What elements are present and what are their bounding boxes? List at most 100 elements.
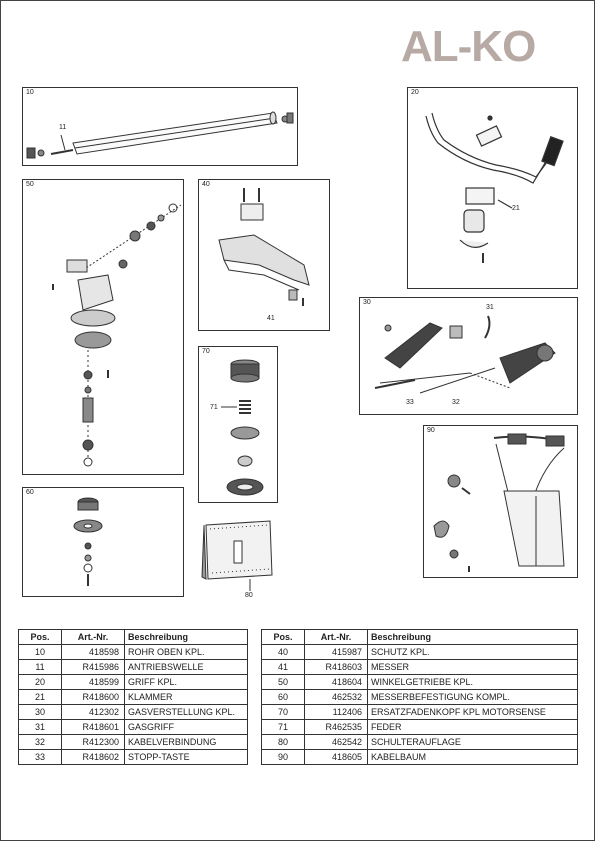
diagram-label: 60 bbox=[26, 489, 34, 496]
cell-art-nr: 415987 bbox=[304, 644, 368, 660]
cell-pos: 50 bbox=[261, 674, 305, 690]
cell-description: GASGRIFF bbox=[124, 719, 248, 735]
header-pos: Pos. bbox=[261, 629, 305, 645]
angle-gear-drawing bbox=[52, 203, 182, 467]
cell-pos: 60 bbox=[261, 689, 305, 705]
cell-description: KABELVERBINDUNG bbox=[124, 734, 248, 750]
cell-art-nr: 418604 bbox=[304, 674, 368, 690]
cell-pos: 20 bbox=[18, 674, 62, 690]
cell-description: ANTRIEBSWELLE bbox=[124, 659, 248, 675]
guard-drawing bbox=[218, 188, 310, 306]
table-header-row: Pos. Art.-Nr. Beschreibung bbox=[18, 629, 248, 645]
callout-21: 21 bbox=[512, 205, 520, 212]
cell-description: MESSERBEFESTIGUNG KOMPL. bbox=[367, 689, 578, 705]
cell-description: WINKELGETRIEBE KPL. bbox=[367, 674, 578, 690]
cell-description: MESSER bbox=[367, 659, 578, 675]
diagram-20-handle: 20 21 bbox=[407, 87, 578, 289]
diagram-90-harness: 90 bbox=[423, 425, 578, 578]
table-header-row: Pos. Art.-Nr. Beschreibung bbox=[261, 629, 578, 645]
cell-description: SCHULTERAUFLAGE bbox=[367, 734, 578, 750]
cell-pos: 32 bbox=[18, 734, 62, 750]
cell-art-nr: R415986 bbox=[61, 659, 125, 675]
blade-fitting-drawing bbox=[73, 497, 103, 586]
cell-pos: 21 bbox=[18, 689, 62, 705]
diagram-70-trimmer-head: 70 71 bbox=[198, 346, 278, 503]
cell-art-nr: 418598 bbox=[61, 644, 125, 660]
cell-description: FEDER bbox=[367, 719, 578, 735]
diagram-label: 20 bbox=[411, 89, 419, 96]
cell-pos: 71 bbox=[261, 719, 305, 735]
upper-tube-drawing bbox=[26, 111, 294, 159]
throttle-drawing bbox=[374, 315, 556, 394]
diagram-label: 30 bbox=[363, 299, 371, 306]
diagram-label: 10 bbox=[26, 89, 34, 96]
cell-art-nr: 462542 bbox=[304, 734, 368, 750]
cell-pos: 31 bbox=[18, 719, 62, 735]
diagram-30-throttle: 30 31 33 32 bbox=[359, 297, 578, 415]
diagram-label: 50 bbox=[26, 181, 34, 188]
logo-text: AL-KO bbox=[401, 22, 536, 71]
cell-art-nr: R418601 bbox=[61, 719, 125, 735]
callout-11: 11 bbox=[59, 124, 67, 131]
trimmer-head-drawing bbox=[221, 359, 264, 496]
callout-41: 41 bbox=[267, 315, 275, 322]
cell-description: SCHUTZ KPL. bbox=[367, 644, 578, 660]
cell-pos: 40 bbox=[261, 644, 305, 660]
cell-pos: 80 bbox=[261, 734, 305, 750]
cell-art-nr: R418603 bbox=[304, 659, 368, 675]
diagram-60-blade-fitting: 60 bbox=[22, 487, 184, 597]
cell-pos: 41 bbox=[261, 659, 305, 675]
cell-description: GASVERSTELLUNG KPL. bbox=[124, 704, 248, 720]
cell-art-nr: 412302 bbox=[61, 704, 125, 720]
cell-art-nr: R418600 bbox=[61, 689, 125, 705]
cell-art-nr: 418599 bbox=[61, 674, 125, 690]
diagram-80-shoulder-rest: 80 bbox=[198, 517, 278, 603]
header-art-nr: Art.-Nr. bbox=[304, 629, 368, 645]
cell-pos: 33 bbox=[18, 749, 62, 765]
callout-80: 80 bbox=[245, 592, 253, 599]
header-description: Beschreibung bbox=[367, 629, 578, 645]
cell-pos: 90 bbox=[261, 749, 305, 765]
harness-drawing bbox=[433, 433, 565, 572]
cell-description: ROHR OBEN KPL. bbox=[124, 644, 248, 660]
cell-description: GRIFF KPL. bbox=[124, 674, 248, 690]
cell-description: KLAMMER bbox=[124, 689, 248, 705]
header-description: Beschreibung bbox=[124, 629, 248, 645]
cell-art-nr: 418605 bbox=[304, 749, 368, 765]
callout-31: 31 bbox=[486, 304, 494, 311]
shoulder-rest-drawing bbox=[201, 520, 273, 591]
diagram-10-upper-tube: 10 11 bbox=[22, 87, 298, 166]
cell-pos: 11 bbox=[18, 659, 62, 675]
cell-pos: 30 bbox=[18, 704, 62, 720]
cell-description: STOPP-TASTE bbox=[124, 749, 248, 765]
diagram-label: 70 bbox=[202, 348, 210, 355]
callout-71: 71 bbox=[210, 404, 218, 411]
handle-drawing bbox=[425, 112, 564, 263]
header-art-nr: Art.-Nr. bbox=[61, 629, 125, 645]
diagram-label: 90 bbox=[427, 427, 435, 434]
cell-pos: 10 bbox=[18, 644, 62, 660]
diagram-50-angle-gear: 50 bbox=[22, 179, 184, 475]
cell-description: KABELBAUM bbox=[367, 749, 578, 765]
header-pos: Pos. bbox=[18, 629, 62, 645]
cell-art-nr: R462535 bbox=[304, 719, 368, 735]
callout-33: 33 bbox=[406, 399, 414, 406]
cell-description: ERSATZFADENKOPF KPL MOTORSENSE bbox=[367, 704, 578, 720]
alko-logo: AL-KO bbox=[401, 23, 581, 71]
